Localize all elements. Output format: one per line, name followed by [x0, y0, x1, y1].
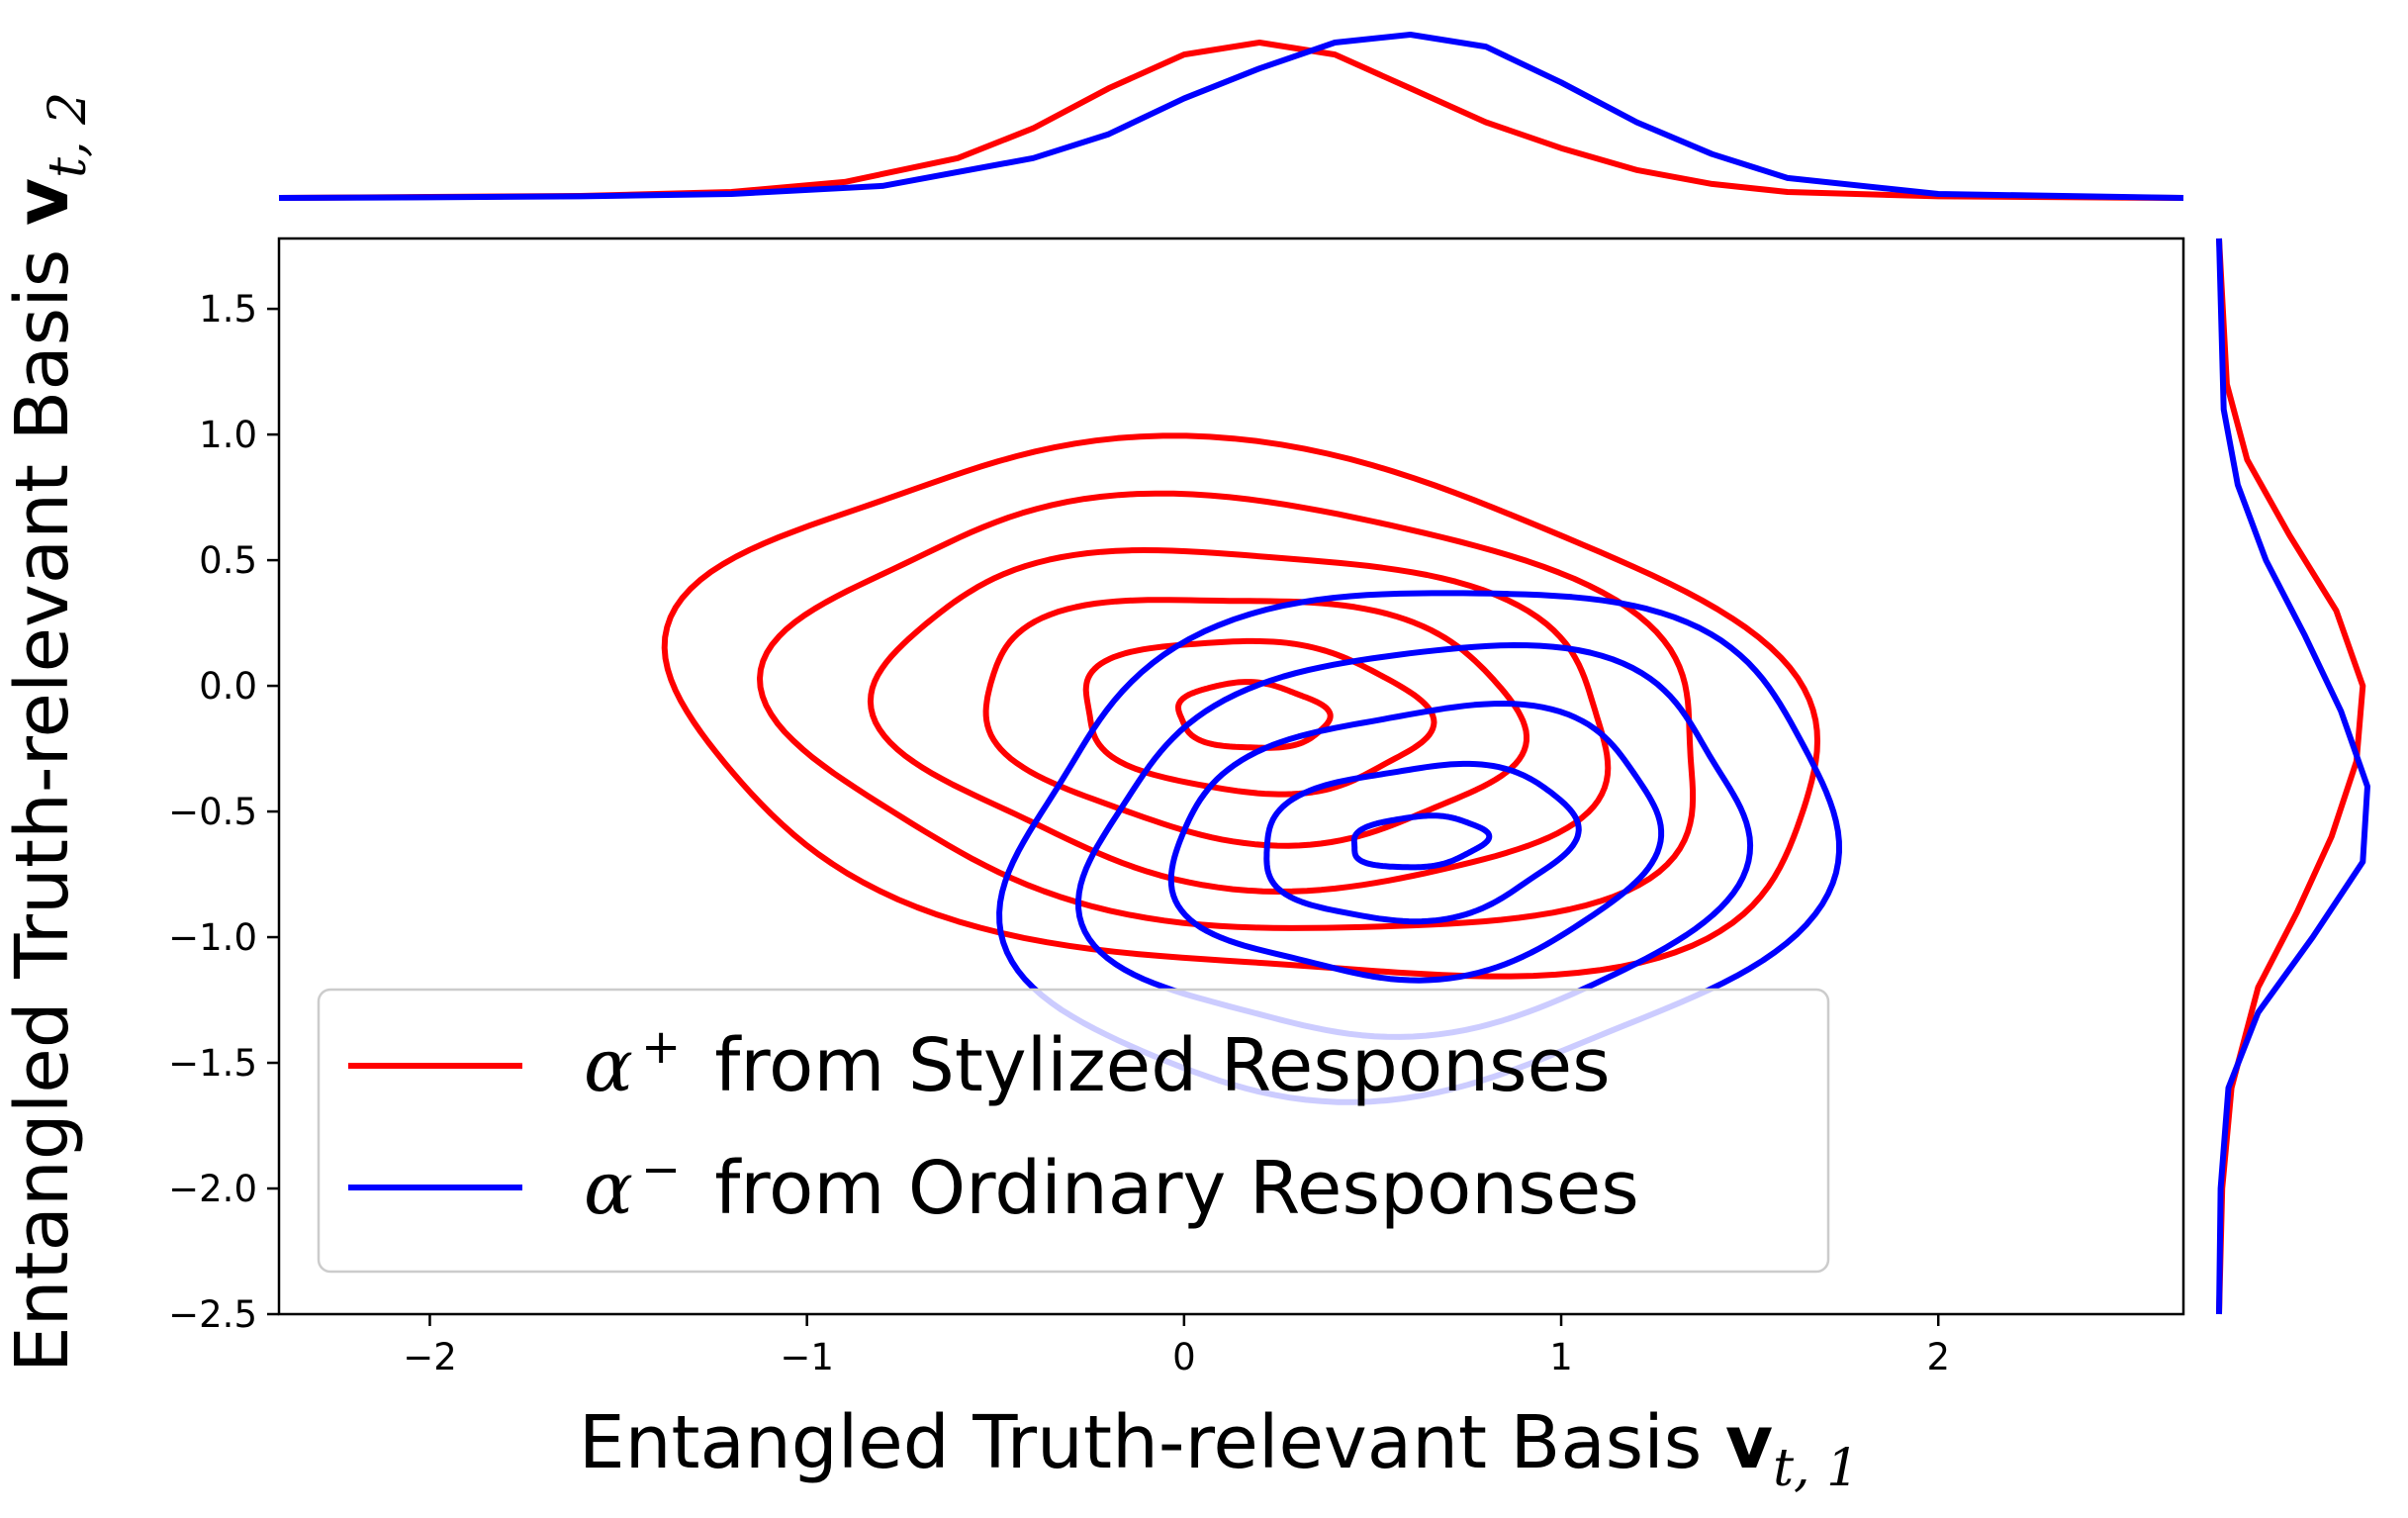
contour-level-ordinary — [1075, 642, 1754, 1040]
legend: α+from Stylized Responses α−from Ordinar… — [317, 988, 1830, 1274]
x-tick-label: −1 — [780, 1336, 834, 1378]
legend-superscript-ordinary: − — [641, 1142, 681, 1197]
legend-text-stylized: from Stylized Responses — [714, 1023, 1610, 1108]
y-tick-label: 0.5 — [199, 539, 257, 582]
contour-level-stylized — [661, 432, 1820, 980]
y-tick-label: 1.5 — [199, 288, 257, 331]
contour-level-stylized — [982, 597, 1529, 849]
x-tick-label: −2 — [403, 1336, 457, 1378]
x-axis-ticks: −2 −1 0 1 2 — [403, 1314, 1950, 1378]
legend-text-ordinary: from Ordinary Responses — [714, 1146, 1639, 1231]
y-tick-label: −1.0 — [168, 916, 257, 959]
x-axis-label-symbol: v — [1725, 1400, 1773, 1485]
contour-level-stylized — [757, 490, 1697, 931]
y-tick-label: 1.0 — [199, 414, 257, 456]
y-axis-label-symbol: v — [0, 178, 85, 226]
contour-level-ordinary — [1350, 812, 1493, 871]
contour-level-ordinary — [1167, 701, 1665, 984]
plot-frame — [277, 237, 2185, 1316]
legend-symbol-ordinary: α — [584, 1146, 633, 1231]
y-tick-label: −1.5 — [168, 1042, 257, 1085]
x-tick-label: 2 — [1926, 1336, 1950, 1378]
x-axis-label: Entangled Truth-relevant Basis vt, 1 — [579, 1400, 1859, 1498]
legend-box — [317, 988, 1830, 1274]
y-axis-label-text: Entangled Truth-relevant Basis — [0, 226, 85, 1373]
y-axis-label: Entangled Truth-relevant Basis vt, 2 — [0, 92, 98, 1373]
top-marginal-ordinary — [278, 32, 2184, 201]
top-marginal-density — [278, 32, 2184, 201]
right-marginal-density — [2216, 237, 2370, 1315]
right-marginal-stylized — [2216, 237, 2366, 1315]
x-axis-label-text: Entangled Truth-relevant Basis — [579, 1400, 1725, 1485]
legend-label-stylized: α+ from Stylized Responses — [584, 1019, 1611, 1108]
y-tick-label: −0.5 — [168, 791, 257, 833]
y-axis-label-subscript: t, 2 — [39, 92, 98, 178]
x-axis-label-subscript: t, 1 — [1773, 1439, 1859, 1498]
y-tick-label: 0.0 — [199, 665, 257, 708]
contour-level-stylized — [1175, 679, 1334, 751]
x-tick-label: 1 — [1549, 1336, 1573, 1378]
legend-label-ordinary: α−from Ordinary Responses — [584, 1142, 1639, 1231]
y-axis-ticks: 1.5 1.0 0.5 0.0 −0.5 −1.0 −1.5 −2.0 −2.5 — [168, 288, 279, 1336]
y-tick-label: −2.5 — [168, 1293, 257, 1336]
x-tick-label: 0 — [1172, 1336, 1196, 1378]
contour-level-ordinary — [1263, 760, 1582, 925]
contour-plot-area — [661, 432, 1842, 1105]
legend-superscript-stylized: + — [641, 1019, 681, 1075]
legend-symbol-stylized: α — [584, 1023, 633, 1108]
top-marginal-stylized — [278, 40, 2184, 201]
y-tick-label: −2.0 — [168, 1168, 257, 1210]
right-marginal-ordinary — [2216, 237, 2370, 1315]
